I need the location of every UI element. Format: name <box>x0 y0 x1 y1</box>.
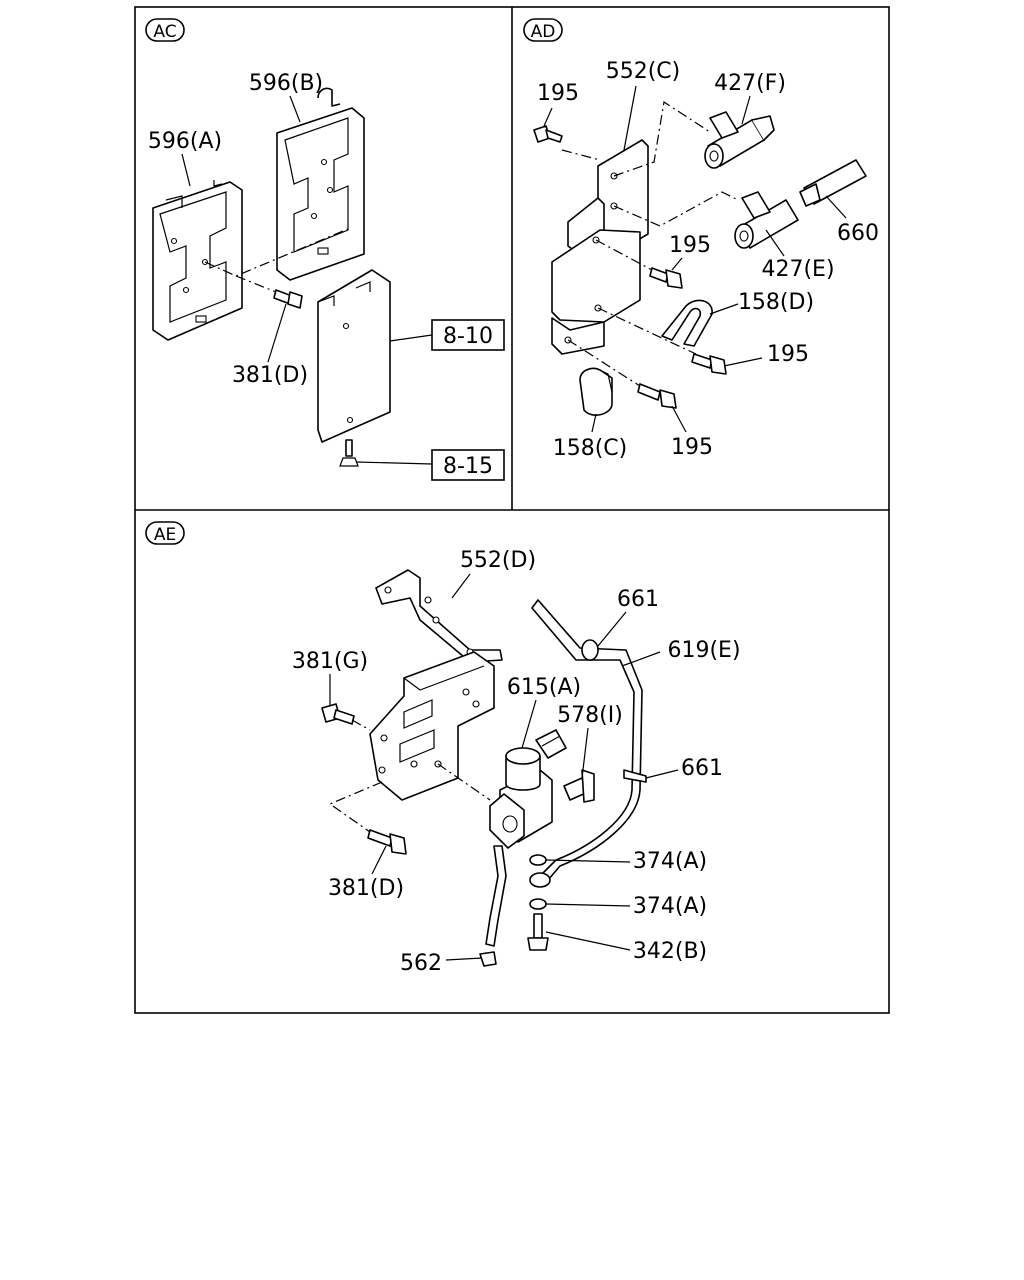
panel-tag-ad: AD <box>523 18 563 42</box>
bolt-381d-ae <box>367 829 407 855</box>
svg-text:AE: AE <box>154 525 176 545</box>
label-374a-top: 374(A) <box>633 849 707 874</box>
pipe-660 <box>799 159 867 207</box>
panel-tag-ae: AE <box>145 521 185 545</box>
diagram-frames <box>134 6 890 1014</box>
grommet-661-top <box>581 639 599 661</box>
label-552d: 552(D) <box>460 548 536 573</box>
svg-text:AD: AD <box>531 22 556 42</box>
bracket-596a <box>152 180 243 341</box>
label-596b: 596(B) <box>249 71 323 96</box>
label-660: 660 <box>837 221 879 246</box>
label-427f: 427(F) <box>714 71 786 96</box>
connector-578i <box>563 769 595 803</box>
ad-centerline-1 <box>613 100 711 177</box>
washer-374a-bottom <box>529 898 547 910</box>
label-342b: 342(B) <box>633 939 707 964</box>
ac-centerline-2 <box>235 275 277 293</box>
washer-374a-top <box>529 854 547 866</box>
bolt-381g <box>321 703 355 725</box>
screw-8-15 <box>345 439 353 457</box>
svg-text:8-15: 8-15 <box>443 454 493 479</box>
drain-hose <box>485 845 507 947</box>
ref-box-8-15: 8-15 <box>431 449 505 481</box>
clip-158c <box>579 367 613 416</box>
label-195-right: 195 <box>767 342 809 367</box>
label-158d: 158(D) <box>738 290 814 315</box>
valve-mount-bracket <box>369 651 495 801</box>
label-596a: 596(A) <box>148 129 222 154</box>
joint-427f <box>704 111 775 169</box>
ae-centerline-1 <box>351 719 371 731</box>
label-381g: 381(G) <box>292 649 368 674</box>
grommet-661-mid <box>623 769 647 783</box>
label-661-top: 661 <box>617 587 659 612</box>
bolt-195-mid <box>649 267 683 289</box>
label-619e: 619(E) <box>667 638 740 663</box>
label-158c: 158(C) <box>553 436 628 461</box>
bolt-195-right <box>691 353 727 375</box>
ref-box-8-10: 8-10 <box>431 319 505 351</box>
label-552c: 552(C) <box>606 59 681 84</box>
ad-centerline-3 <box>561 149 601 161</box>
bracket-552c <box>551 139 649 355</box>
joint-427e <box>734 191 799 249</box>
bracket-596b <box>276 87 365 281</box>
eye-fitting <box>529 872 551 888</box>
ae-centerline-2 <box>328 781 383 833</box>
control-unit-plate <box>317 269 391 443</box>
bolt-381d <box>273 289 303 309</box>
hose-clip-562 <box>479 951 497 967</box>
svg-text:AC: AC <box>153 22 176 42</box>
panel-ad: AD <box>523 18 879 461</box>
label-381d-ac: 381(D) <box>232 363 308 388</box>
label-195-bottom: 195 <box>671 435 713 460</box>
solenoid-valve-615a <box>489 729 567 849</box>
bracket-552d <box>375 569 503 663</box>
panel-ae: AE <box>145 521 741 976</box>
label-578i: 578(I) <box>557 703 623 728</box>
label-195-mid: 195 <box>669 233 711 258</box>
bolt-195-bottom <box>637 383 677 409</box>
panel-tag-ac: AC <box>145 18 185 42</box>
label-562: 562 <box>400 951 442 976</box>
panel-ac: AC <box>145 18 505 481</box>
label-374a-bottom: 374(A) <box>633 894 707 919</box>
bolt-195-top <box>533 125 563 143</box>
ad-centerline-5 <box>597 307 697 355</box>
label-195-top: 195 <box>537 81 579 106</box>
label-427e: 427(E) <box>761 257 834 282</box>
eye-bolt-342b <box>527 913 549 951</box>
ad-centerline-2 <box>613 191 739 227</box>
label-661-mid: 661 <box>681 756 723 781</box>
label-381d-ae: 381(D) <box>328 876 404 901</box>
svg-text:8-10: 8-10 <box>443 324 493 349</box>
clip-158d <box>661 299 713 347</box>
label-615a: 615(A) <box>507 675 581 700</box>
